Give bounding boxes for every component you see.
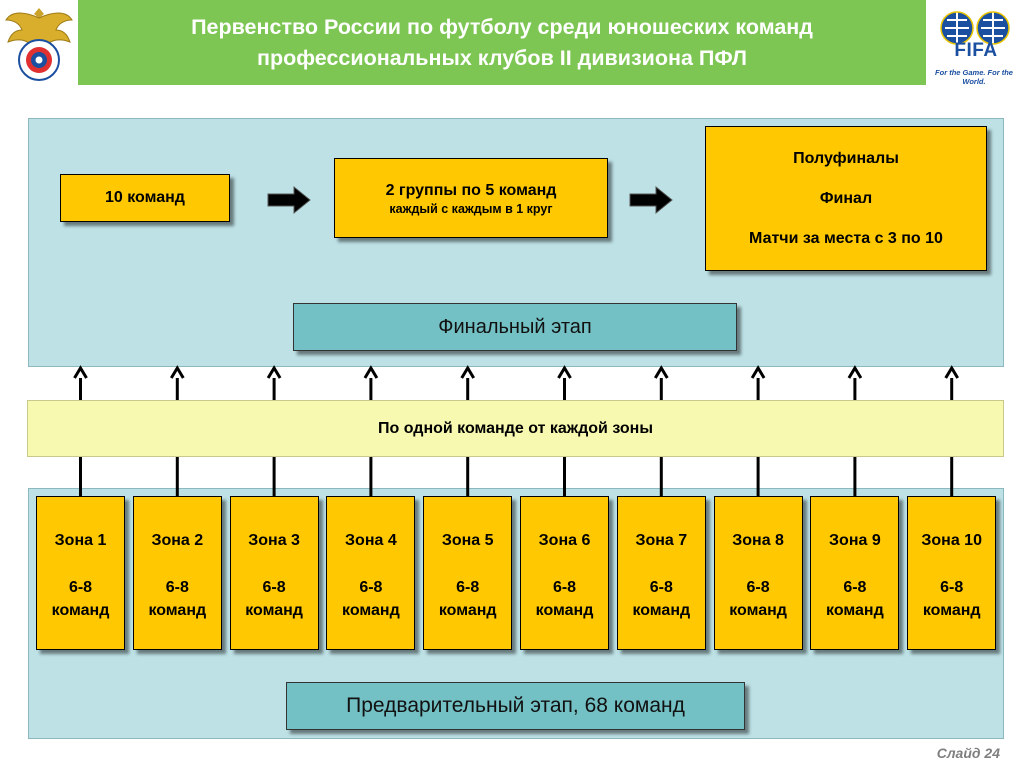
zone-team-unit: команд xyxy=(245,602,303,619)
zone-team-count: 6-8 xyxy=(940,579,964,596)
arrow-up-icon xyxy=(363,365,379,379)
final-stage-label: Финальный этап xyxy=(293,303,737,351)
fifa-slogan: For the Game. For the World. xyxy=(935,68,1013,86)
zone-team-unit: команд xyxy=(342,602,400,619)
zone-box: Зона 1 6-8 команд xyxy=(36,496,125,650)
zone-team-unit: команд xyxy=(826,602,884,619)
zone-team-count: 6-8 xyxy=(843,579,867,596)
zone-team-unit: команд xyxy=(729,602,787,619)
slide-title: Первенство России по футболу среди юноше… xyxy=(191,14,813,70)
preliminary-stage-label-text: Предварительный этап, 68 команд xyxy=(346,694,685,717)
arrow-up-icon xyxy=(460,365,475,379)
step-groups: 2 группы по 5 команд каждый с каждым в 1… xyxy=(334,158,608,238)
step-finals: Полуфиналы Финал Матчи за места с 3 по 1… xyxy=(705,126,987,271)
step-groups-title: 2 группы по 5 команд xyxy=(385,181,557,199)
zone-team-count: 6-8 xyxy=(552,579,577,596)
zone-box: Зона 4 6-8 команд xyxy=(326,496,416,650)
zone-team-unit: команд xyxy=(438,602,497,619)
zone-team-unit: команд xyxy=(51,602,110,619)
arrow-up-icon xyxy=(944,365,959,379)
zone-box: Зона 8 6-8 команд xyxy=(713,496,803,650)
zone-team-count: 6-8 xyxy=(649,579,673,596)
zone-team-count: 6-8 xyxy=(68,579,93,596)
zone-name: Зона 1 xyxy=(54,532,107,549)
slide-number: Слайд 24 xyxy=(936,745,1000,761)
zone-box: Зона 9 6-8 команд xyxy=(810,496,900,650)
zone-name: Зона 5 xyxy=(441,532,494,549)
zone-name: Зона 3 xyxy=(248,532,300,549)
zone-team-unit: команд xyxy=(148,602,207,619)
zone-box: Зона 3 6-8 команд xyxy=(229,496,319,650)
zone-box: Зона 7 6-8 команд xyxy=(616,496,706,650)
zone-team-unit: команд xyxy=(922,602,981,619)
zone-name: Зона 9 xyxy=(829,532,881,549)
semifinals-label: Полуфиналы xyxy=(793,149,899,167)
zone-name: Зона 7 xyxy=(635,532,688,549)
arrow-up-icon xyxy=(654,365,669,379)
placement-matches-label: Матчи за места с 3 по 10 xyxy=(749,229,943,247)
arrow-up-icon xyxy=(750,365,766,379)
zone-box: Зона 2 6-8 команд xyxy=(132,496,222,650)
zone-name: Зона 6 xyxy=(538,532,591,549)
zone-team-count: 6-8 xyxy=(746,579,770,596)
title-bar: Первенство России по футболу среди юноше… xyxy=(78,0,926,85)
fifa-logo-icon xyxy=(940,11,1010,45)
one-team-per-zone-label: По одной команде от каждой зоны xyxy=(378,419,653,437)
step-ten-teams-label: 10 команд xyxy=(105,189,185,206)
final-label: Финал xyxy=(819,189,873,207)
arrow-up-icon xyxy=(170,365,185,379)
zone-box: Зона 5 6-8 команд xyxy=(423,496,513,650)
arrow-up-icon xyxy=(847,365,863,379)
preliminary-stage-label: Предварительный этап, 68 команд xyxy=(286,682,745,730)
arrow-up-icon xyxy=(73,365,88,379)
zone-team-unit: команд xyxy=(535,602,594,619)
step-ten-teams: 10 команд xyxy=(60,174,230,222)
zone-box: Зона 6 6-8 команд xyxy=(520,496,609,650)
fifa-wordmark: FIFA xyxy=(954,40,998,61)
zone-name: Зона 2 xyxy=(151,532,204,549)
zone-box: Зона 10 6-8 команд xyxy=(907,496,997,650)
zone-name: Зона 10 xyxy=(921,532,982,549)
arrow-up-icon xyxy=(266,365,282,379)
arrow-up-icon xyxy=(557,365,572,379)
one-team-per-zone-band: По одной команде от каждой зоны xyxy=(27,400,1004,457)
zone-team-count: 6-8 xyxy=(262,579,286,596)
step-groups-subtitle: каждый с каждым в 1 круг xyxy=(389,201,553,216)
final-stage-label-text: Финальный этап xyxy=(438,315,592,338)
zone-team-count: 6-8 xyxy=(456,579,480,596)
zone-name: Зона 8 xyxy=(732,532,784,549)
zone-team-count: 6-8 xyxy=(359,579,383,596)
zone-name: Зона 4 xyxy=(345,532,397,549)
zone-team-count: 6-8 xyxy=(165,579,189,596)
rfu-emblem-icon xyxy=(5,8,73,81)
zone-team-unit: команд xyxy=(632,602,691,619)
